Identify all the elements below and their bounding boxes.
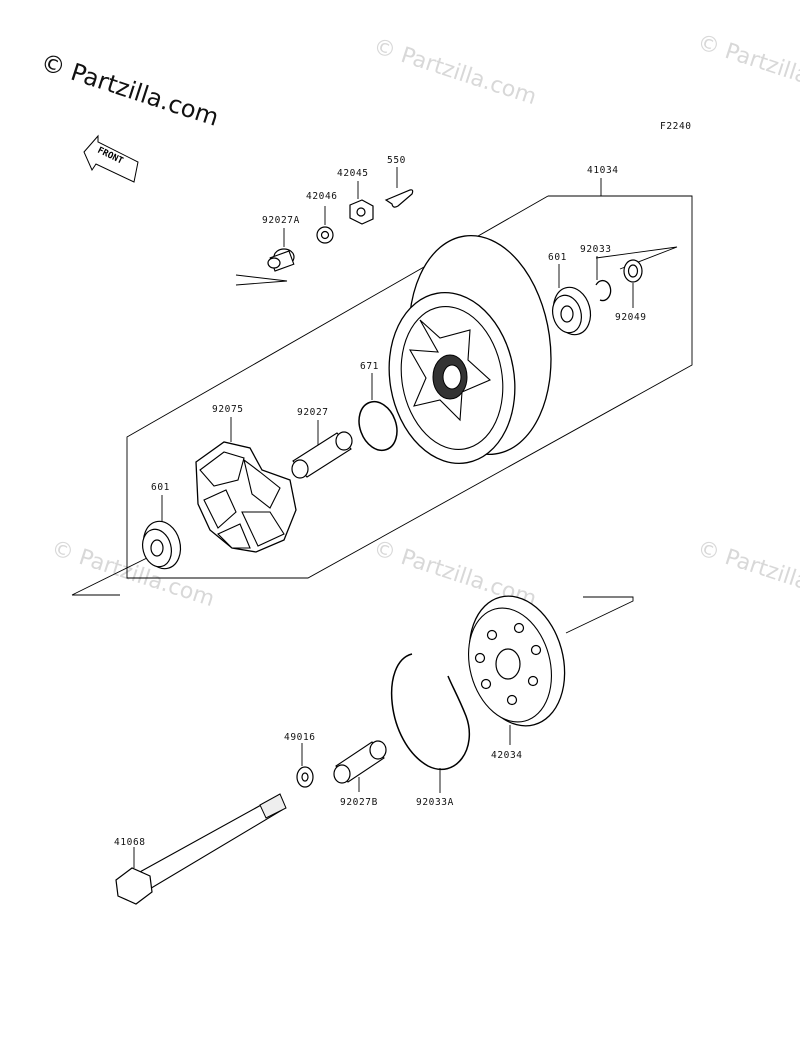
axle-41068: [115, 793, 287, 905]
label-42034: 42034: [491, 750, 523, 761]
diagram-code: F2240: [660, 121, 692, 132]
collar-92027a: [235, 228, 295, 286]
collar-92027b: [333, 740, 387, 792]
washer-42046: [316, 206, 334, 244]
label-42045: 42045: [337, 168, 369, 179]
label-92027: 92027: [297, 407, 329, 418]
watermark-text: © Partzilla.com: [694, 30, 800, 106]
label-671: 671: [360, 361, 379, 372]
label-601-left: 601: [151, 482, 170, 493]
label-42046: 42046: [306, 191, 338, 202]
label-601-top: 601: [548, 252, 567, 263]
label-92027a: 92027A: [262, 215, 300, 226]
washer-49016: [296, 743, 314, 788]
sprocket-hub-42034: [467, 595, 634, 745]
bearing-601-top: [552, 264, 592, 336]
circlip-92033a: [391, 653, 471, 793]
collar-92027: [291, 420, 353, 479]
nut-42045: [349, 181, 374, 225]
wheel-assembly-outline: [71, 178, 693, 596]
front-direction-arrow: FRONT: [83, 134, 139, 183]
label-92033a: 92033A: [416, 797, 454, 808]
watermark-text: © Partzilla.com: [370, 34, 539, 110]
label-49016: 49016: [284, 732, 316, 743]
label-41034: 41034: [587, 165, 619, 176]
wheel-hub-41034: [388, 234, 552, 465]
bearing-601-left: [142, 495, 182, 570]
label-92049: 92049: [615, 312, 647, 323]
circlip-92033: [595, 246, 678, 302]
damper-92075: [195, 417, 297, 553]
watermark-text: © Partzilla.com: [694, 536, 800, 612]
watermark-text: © Partzilla.com: [48, 536, 217, 612]
label-41068: 41068: [114, 837, 146, 848]
label-92075: 92075: [212, 404, 244, 415]
o-ring-671: [358, 373, 398, 452]
part-labels: 92027A 42046 42045 550 41034 601 92033 9…: [114, 155, 647, 848]
seal-92049: [623, 259, 643, 308]
label-92027b: 92027B: [340, 797, 378, 808]
label-550: 550: [387, 155, 406, 166]
label-92033: 92033: [580, 244, 612, 255]
cotter-pin-550: [384, 167, 414, 208]
